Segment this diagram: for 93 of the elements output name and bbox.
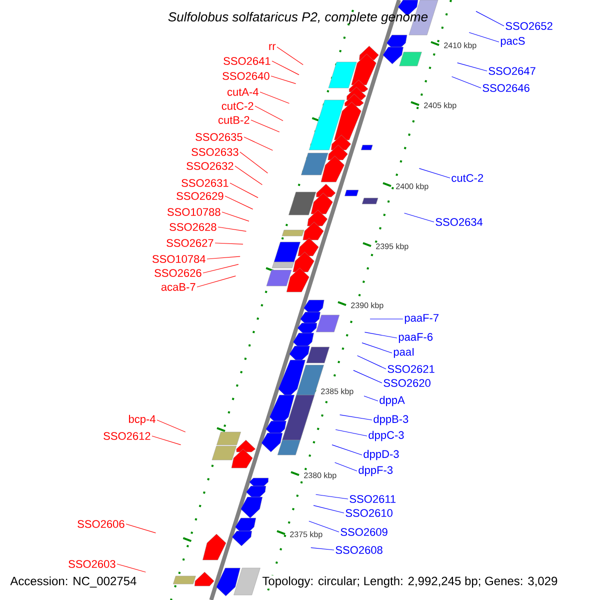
gene-label: dppA: [380, 396, 405, 406]
gene-label: SSO2609: [340, 528, 388, 536]
scale-label: 2400 kbp: [395, 182, 430, 192]
scale-label: 2410 kbp: [443, 42, 478, 50]
leader-line: [250, 120, 280, 132]
gene-label: SSO2631: [182, 179, 228, 187]
gene-label: SSO2640: [222, 72, 270, 80]
gene-label: SSO2647: [488, 67, 536, 75]
gene-label: SSO2635: [196, 133, 242, 141]
leader-line: [353, 370, 382, 384]
leader-line: [457, 62, 488, 72]
leader-line: [364, 396, 378, 402]
scale-label: 2380 kbp: [303, 472, 338, 480]
gene-label: dppD-3: [364, 450, 399, 460]
leader-line: [310, 547, 334, 550]
gene-label: SSO2612: [104, 432, 150, 440]
gene-label: SSO2610: [346, 509, 392, 517]
leader-line: [476, 11, 504, 26]
leader-line: [206, 256, 240, 260]
leader-line: [218, 226, 246, 232]
leader-line: [152, 436, 182, 446]
accession-text: Accession: NC_002754: [9, 575, 138, 589]
gene-label: cutB-2: [218, 116, 250, 124]
gene-label: pacS: [500, 37, 525, 47]
leader-line: [313, 505, 344, 514]
gene-label: SSO2629: [176, 192, 224, 200]
leader-line: [468, 32, 500, 42]
gene-label: SSO2611: [350, 495, 396, 503]
scale-label: 2375 kbp: [289, 530, 324, 540]
leader-line: [196, 276, 236, 288]
gene-label: SSO2646: [482, 84, 530, 92]
leader-line: [254, 106, 284, 121]
title: Sulfolobus solfataricus P2, complete genome: [168, 12, 428, 24]
gene-label: SSO2641: [224, 57, 270, 65]
gene-label: SSO2627: [166, 239, 214, 247]
gene-label: acaB-7: [161, 283, 196, 291]
gene-label: SSO10788: [167, 208, 220, 216]
leader-line: [276, 46, 304, 66]
leader-line: [214, 242, 244, 244]
gene-label: dppB-3: [374, 414, 408, 426]
gene-label: SSO2626: [154, 269, 202, 277]
leader-line: [308, 520, 340, 532]
scale-label: 2405 kbp: [423, 102, 458, 110]
leader-line: [404, 212, 434, 222]
leader-line: [126, 524, 156, 534]
gene-label: cutA-4: [227, 88, 258, 96]
gene-label: SSO2603: [68, 560, 116, 568]
leader-line: [272, 60, 300, 76]
gene-label: paaI: [394, 348, 414, 358]
leader-line: [240, 152, 268, 174]
scale-label: 2390 kbp: [350, 302, 384, 310]
leader-line: [418, 168, 450, 178]
gene-label: dppC-3: [368, 430, 404, 442]
gene-label: SSO2608: [336, 546, 382, 554]
leader-line: [316, 494, 348, 500]
gene-label: SSO2652: [506, 22, 552, 30]
leader-line: [357, 355, 386, 370]
leader-line: [222, 212, 250, 222]
leader-line: [202, 264, 239, 274]
gene-label: SSO2634: [436, 218, 483, 226]
gene-label: cutC-2: [222, 102, 254, 110]
gene-label: SSO2632: [186, 162, 234, 170]
leader-line: [230, 182, 258, 198]
gene-label: SSO2633: [192, 148, 238, 156]
genome-summary-text: Topology: circular; Length: 2,992,245 bp; Genes: 3,029: [261, 575, 559, 589]
leader-line: [340, 414, 372, 420]
gene-label: paaF-6: [398, 333, 433, 343]
leader-line: [244, 136, 273, 151]
leader-line: [370, 318, 404, 320]
leader-line: [362, 342, 392, 354]
leader-line: [332, 444, 362, 456]
gene-label: dppF-3: [358, 466, 393, 476]
gene-label: SSO2628: [170, 223, 216, 231]
gene-label: paaF-7: [404, 314, 438, 324]
gene-label: rr: [269, 44, 276, 50]
gene-label: SSO2620: [384, 379, 430, 387]
gene-label: SSO2606: [78, 520, 124, 528]
gene-label: SSO10784: [152, 255, 206, 263]
leader-line: [116, 564, 146, 572]
leader-line: [270, 76, 296, 84]
leader-line: [334, 462, 358, 472]
leader-line: [364, 332, 398, 338]
scale-label: 2395 kbp: [375, 242, 410, 252]
gene-label: bcp-4: [129, 414, 156, 426]
leader-line: [260, 92, 290, 104]
leader-line: [224, 196, 254, 210]
gene-label: cutC-2: [452, 174, 484, 182]
gene-label: SSO2621: [388, 365, 434, 373]
leader-line: [156, 420, 186, 432]
leader-line: [335, 429, 368, 436]
leader-line: [452, 76, 482, 88]
scale-label: 2385 kbp: [320, 388, 354, 396]
leader-line: [234, 166, 262, 186]
